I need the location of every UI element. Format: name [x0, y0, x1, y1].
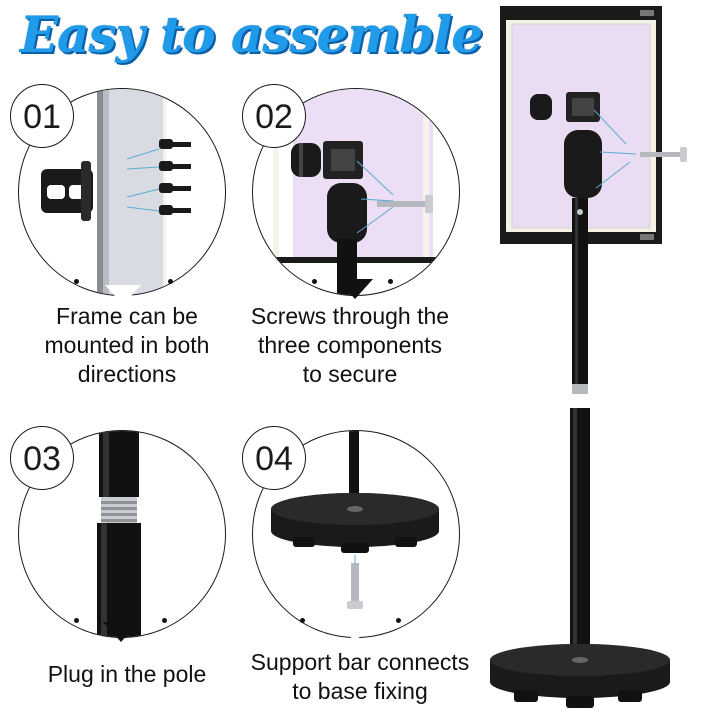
step-01-caption: Frame can be mounted in both directions	[44, 303, 210, 387]
base-fixing-drawing	[271, 431, 439, 609]
step-03-dot-right	[162, 618, 167, 623]
lower-pole	[570, 408, 590, 656]
screws-icon	[159, 139, 191, 215]
step-02-panel: 02 Screws through the three components t…	[240, 82, 470, 387]
step-02-dot-left	[312, 279, 317, 284]
poster-stand-illustration	[490, 6, 687, 708]
step-03-caption: Plug in the pole	[47, 661, 207, 687]
step-03-number: 03	[10, 426, 74, 490]
step-01-dot-left	[74, 279, 79, 284]
step-01-pointer	[105, 285, 141, 305]
step-03-pointer	[103, 622, 139, 642]
bolt-icon	[377, 195, 433, 213]
screw-icon	[347, 563, 363, 609]
bolt-icon	[640, 147, 687, 162]
step-04-panel: 04 Support bar connects to base fixing	[240, 424, 480, 714]
step-02-number: 02	[242, 84, 306, 148]
upper-pole	[572, 198, 588, 394]
step-01-illustration	[18, 88, 226, 296]
step-02-dot-right	[388, 279, 393, 284]
three-components-drawing	[273, 89, 459, 295]
step-04-caption: Support bar connects to base fixing	[250, 649, 470, 704]
round-base	[490, 644, 670, 708]
step-02-pointer	[337, 279, 373, 299]
bracket-icon	[41, 161, 93, 221]
step-01-dot-right	[168, 279, 173, 284]
step-04-pointer	[337, 622, 373, 642]
frame-mount-drawing	[41, 89, 191, 295]
pole-plug-drawing	[97, 431, 141, 637]
step-04-dot-left	[300, 618, 305, 623]
thread-icon	[101, 497, 137, 523]
step-01-number: 01	[10, 84, 74, 148]
step-04-number: 04	[242, 426, 306, 490]
step-01-panel: 01 Frame can be mounted in both directio…	[10, 82, 232, 387]
base-icon	[271, 493, 439, 553]
step-02-caption: Screws through the three components to s…	[250, 303, 450, 387]
step-03-dot-left	[74, 618, 79, 623]
step-04-dot-right	[396, 618, 401, 623]
step-03-panel: 03 Plug in the pole	[10, 424, 232, 714]
page-title: Easy to assemble	[20, 5, 483, 64]
knob-icon	[291, 143, 321, 177]
mount-bracket	[530, 92, 602, 198]
